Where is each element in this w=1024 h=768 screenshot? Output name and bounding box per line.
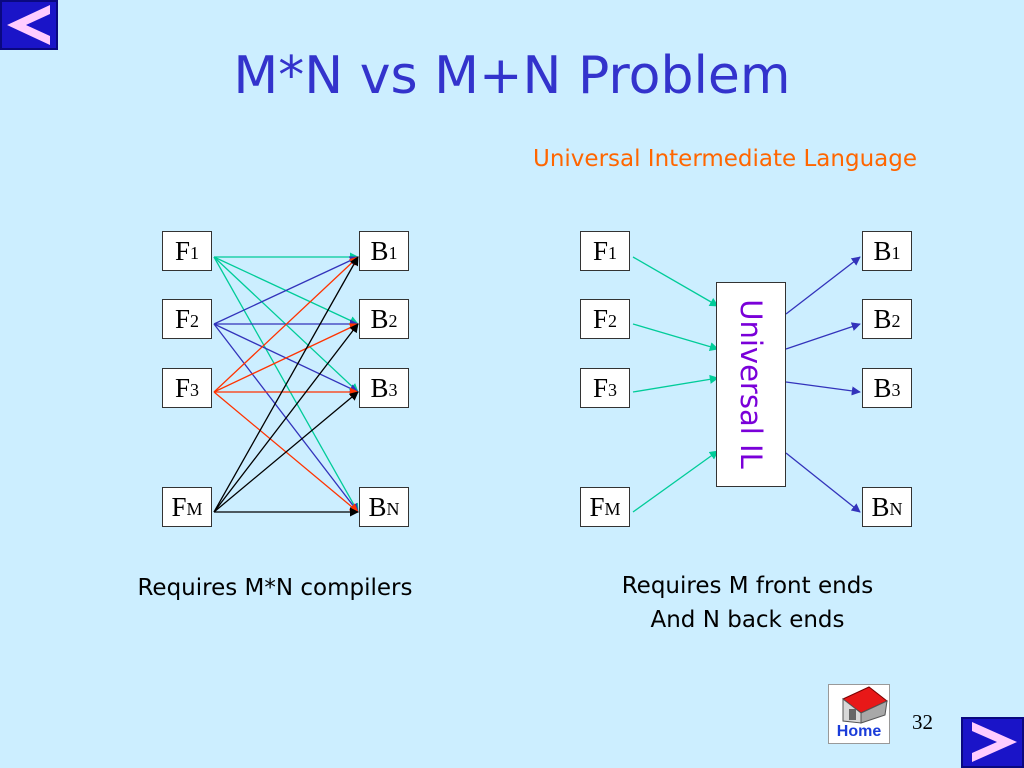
house-icon <box>842 686 888 724</box>
slide-title: M*N vs M+N Problem <box>233 46 791 106</box>
edge-il-to-b1 <box>785 256 861 315</box>
left-wires <box>213 252 359 517</box>
slide-subtitle: Universal Intermediate Language <box>533 146 918 172</box>
edge-il-to-b4 <box>785 452 861 513</box>
right-caption-line-2: And N back ends <box>650 607 845 633</box>
edge-f3-b2 <box>213 323 359 393</box>
edge-f2-b1 <box>213 256 359 325</box>
next-slide-button[interactable] <box>961 717 1024 768</box>
universal-il-label: Universal IL <box>734 299 768 469</box>
edge-f1-to-il <box>632 256 719 307</box>
edge-f2-to-il <box>632 323 719 352</box>
left-arrow-icon <box>7 5 50 45</box>
edge-f4-b3 <box>213 391 359 513</box>
edge-f4-to-il <box>632 450 719 513</box>
left-caption: Requires M*N compilers <box>137 575 413 601</box>
right-caption-line-1: Requires M front ends <box>621 573 874 599</box>
right-arrow-icon <box>972 722 1017 762</box>
edge-f4-b2 <box>213 323 359 513</box>
edge-f4-b1 <box>213 256 359 513</box>
edge-f3-b1 <box>213 256 359 393</box>
right-wires <box>632 256 861 513</box>
edge-f3-to-il <box>632 374 719 393</box>
home-button[interactable]: Home <box>828 684 890 744</box>
page-number: 32 <box>912 710 933 734</box>
edge-il-to-b3 <box>785 381 861 396</box>
home-label: Home <box>836 723 882 740</box>
universal-il-box <box>716 282 786 487</box>
edge-il-to-b2 <box>785 322 861 350</box>
previous-slide-button[interactable] <box>0 0 58 50</box>
right-caption: Requires M front ends And N back ends <box>560 569 935 637</box>
